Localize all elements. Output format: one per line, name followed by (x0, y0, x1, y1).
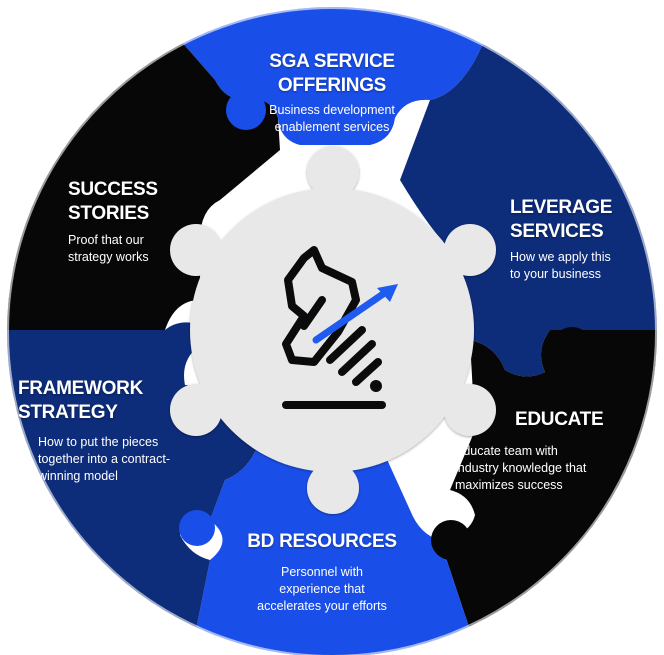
sga-service-offerings-description: Business development enablement services (269, 103, 395, 134)
chess-knight-growth-arrow-icon (282, 246, 386, 409)
leverage-services-description: How we apply this to your business (510, 250, 611, 281)
puzzle-tab (552, 327, 592, 367)
puzzle-tab (426, 98, 466, 138)
framework-strategy-title: FRAMEWORK STRATEGY (18, 378, 144, 423)
growth-arrow (312, 284, 398, 344)
success-stories-title: SUCCESS STORIES (68, 179, 158, 224)
educate-title: EDUCATE (515, 409, 604, 430)
leverage-services-title: LEVERAGE SERVICES (510, 197, 613, 242)
segment-bd-resources (190, 440, 480, 655)
logo-dot (370, 380, 382, 392)
bd-resources-title: BD RESOURCES (247, 531, 397, 552)
puzzle-tab (226, 90, 266, 130)
bd-resources-description: Personnel with experience that accelerat… (257, 565, 387, 613)
puzzle-tab (83, 287, 123, 327)
segment-sga-service-offerings (145, 7, 505, 145)
framework-strategy-description: How to put the pieces together into a co… (38, 435, 171, 483)
puzzle-tab (179, 510, 215, 546)
puzzle-tab (431, 520, 471, 560)
sga-service-offerings-title: SGA SERVICE OFFERINGS (269, 51, 395, 96)
educate-description: Educate team with industry knowledge tha… (455, 444, 587, 492)
success-stories-description: Proof that our strategy works (68, 233, 149, 264)
